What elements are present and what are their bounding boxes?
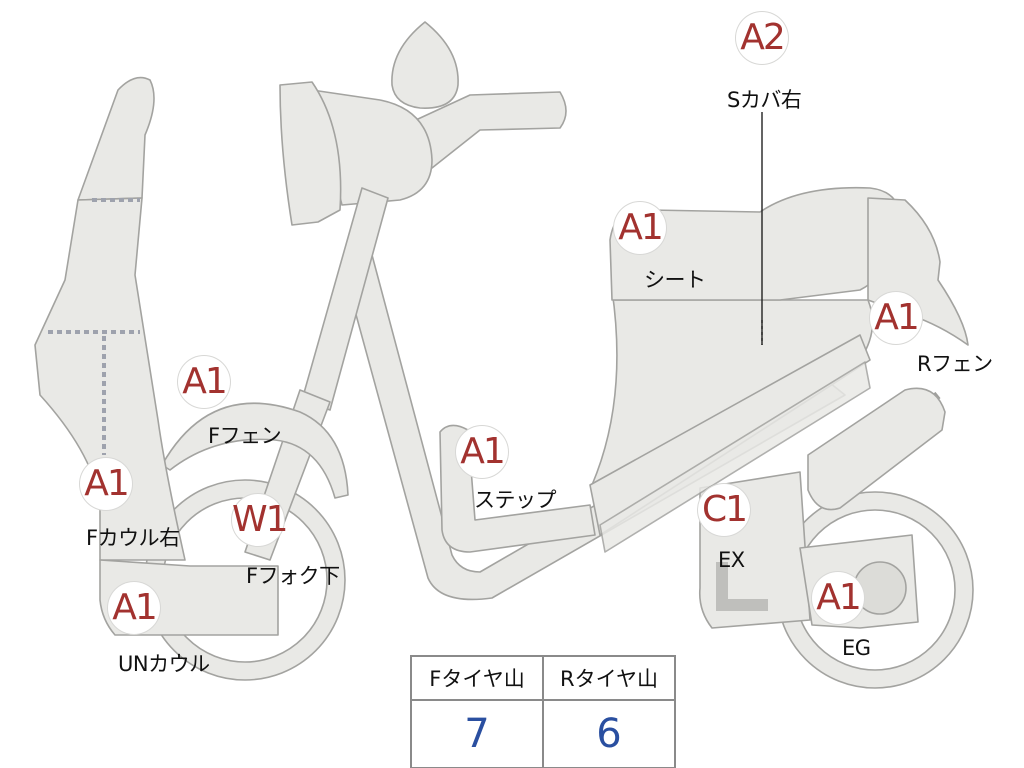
grade-badge-step: A1	[456, 426, 508, 478]
rear-tire-tread-value: 6	[542, 699, 676, 768]
rear-tire-tread-header: Rタイヤ山	[542, 655, 676, 701]
part-label-seat: シート	[644, 268, 706, 292]
part-label-s-cover-right: Sカバ右	[727, 88, 802, 112]
part-label-front-fork-lower: Fフォク下	[246, 564, 340, 588]
handle-cover	[311, 89, 433, 206]
grade-badge-front-fork-lower: W1	[232, 494, 289, 546]
exhaust-pipe	[716, 562, 768, 611]
part-label-front-cowl-right: Fカウル右	[86, 526, 180, 550]
part-label-rear-fender: Rフェン	[917, 352, 993, 376]
part-label-engine: EG	[842, 636, 871, 660]
grade-badge-seat: A1	[614, 202, 666, 254]
front-tire-tread-header: Fタイヤ山	[410, 655, 544, 701]
air-cleaner	[807, 387, 946, 511]
part-label-step: ステップ	[474, 488, 557, 512]
grade-badge-under-cowl: A1	[108, 582, 160, 634]
grade-badge-rear-fender: A1	[870, 292, 922, 344]
tire-tread-header-row: Fタイヤ山 Rタイヤ山	[410, 655, 676, 701]
front-fender-shape	[161, 402, 349, 499]
rear-body-lower	[589, 334, 871, 536]
front-cowl-shape	[77, 76, 155, 201]
front-tire-tread-value: 7	[410, 699, 544, 768]
part-label-front-fender: Fフェン	[208, 424, 282, 448]
part-label-exhaust: EX	[718, 548, 745, 572]
step-shape	[439, 424, 596, 553]
tire-tread-value-row: 7 6	[410, 699, 676, 768]
grade-badge-engine: A1	[812, 572, 864, 624]
grade-badge-s-cover-right: A2	[736, 12, 788, 64]
steering-stem	[301, 187, 389, 411]
part-label-under-cowl: UNカウル	[118, 652, 210, 676]
grade-badge-front-fender: A1	[178, 356, 230, 408]
headlight	[391, 21, 459, 109]
grade-badge-exhaust: C1	[698, 484, 750, 536]
rear-bar	[599, 361, 871, 553]
tire-tread-table: Fタイヤ山 Rタイヤ山 7 6	[410, 655, 676, 768]
grade-badge-front-cowl-right: A1	[80, 458, 132, 510]
meter	[279, 81, 342, 226]
handlebar	[404, 91, 567, 169]
